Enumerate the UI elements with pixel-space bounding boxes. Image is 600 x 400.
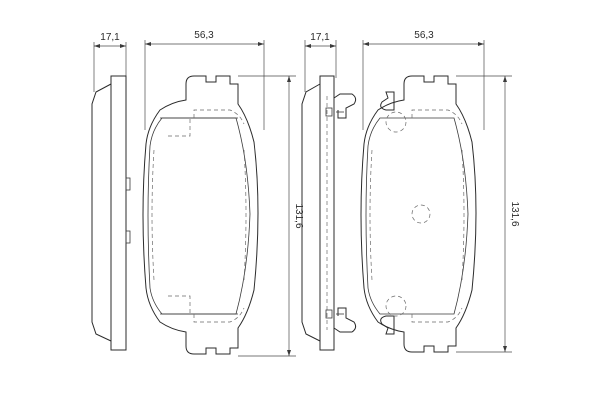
left-pad-front-view: 56,3 131,6: [142, 30, 304, 357]
left-pad-side-view: 17,1: [91, 32, 131, 351]
left-thickness-dimension: 17,1: [100, 32, 120, 43]
right-width-dimension: 56,3: [414, 30, 434, 41]
right-pad-front-view: 56,3 131,6: [360, 30, 520, 353]
right-height-dimension: 131,6: [509, 201, 520, 226]
left-height-dimension: 131,6: [293, 203, 304, 228]
right-pad-side-view: 17,1: [301, 32, 357, 351]
right-thickness-dimension: 17,1: [310, 32, 330, 43]
left-width-dimension: 56,3: [194, 30, 214, 41]
